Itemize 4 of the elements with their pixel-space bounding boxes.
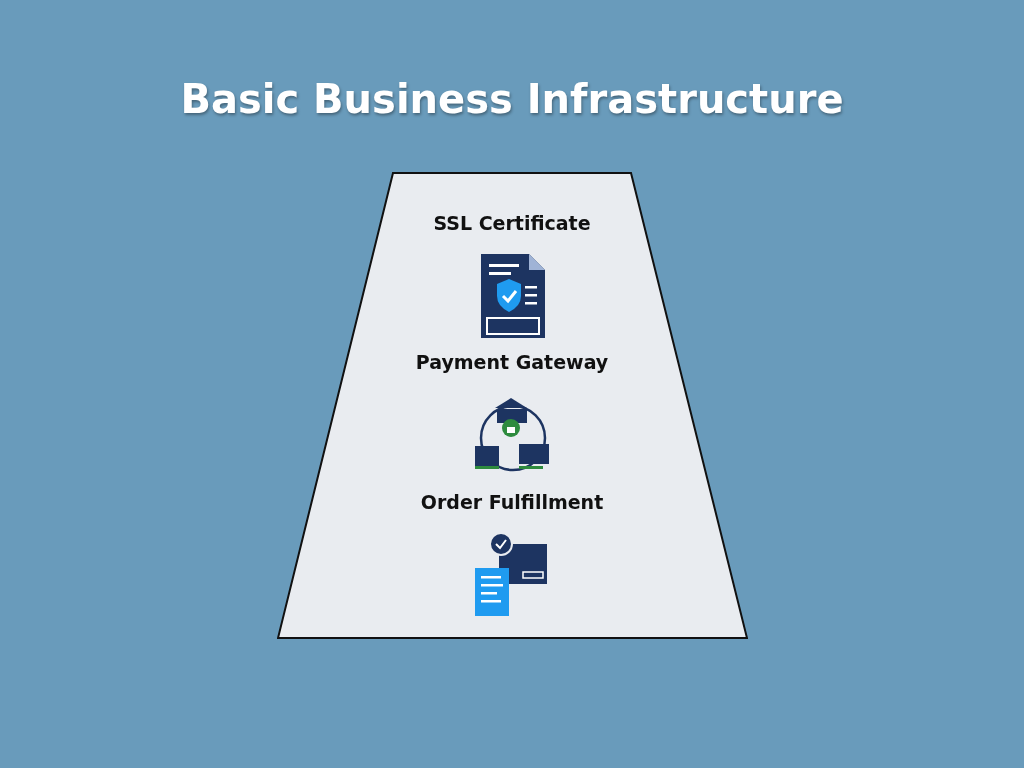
section-heading: Order Fulfillment (420, 491, 604, 513)
title: Basic Business Infrastructure (180, 76, 844, 122)
section-heading: SSL Certificate (433, 212, 591, 234)
section-heading: Payment Gateway (415, 351, 609, 373)
